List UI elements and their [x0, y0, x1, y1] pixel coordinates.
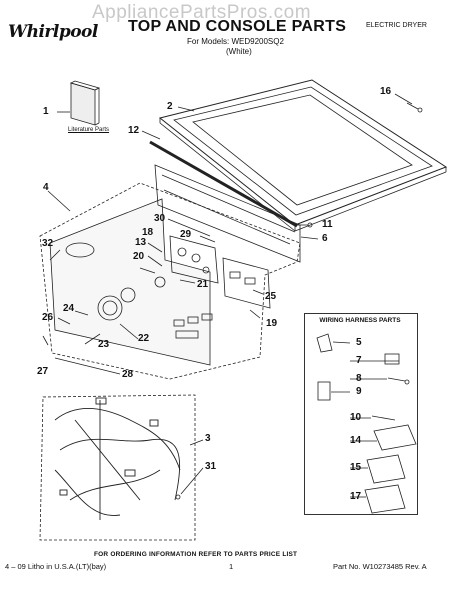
- page-number: 1: [229, 562, 234, 571]
- callout-25: 25: [265, 291, 277, 302]
- knob-drawing: [97, 276, 166, 321]
- control-board-drawing: [169, 235, 219, 284]
- brand-logo: Whirlpool: [8, 22, 98, 42]
- wiring-harness-parts-title: WIRING HARNESS PARTS: [319, 317, 401, 324]
- callout-2: 2: [167, 101, 173, 112]
- callout-32: 32: [42, 238, 54, 249]
- callout-22: 22: [138, 333, 150, 344]
- product-type: ELECTRIC DRYER: [366, 22, 427, 29]
- part-number: Part No. W10273485 Rev. A: [333, 562, 427, 571]
- callout-17: 17: [350, 491, 362, 502]
- callout-29: 29: [180, 229, 192, 240]
- wiring-harness-parts-box: [304, 313, 418, 515]
- callout-31: 31: [205, 461, 217, 472]
- connector-7: [384, 353, 400, 365]
- screw-11: [293, 222, 313, 228]
- callout-11: 11: [322, 219, 333, 230]
- callout-5: 5: [356, 337, 362, 348]
- callout-27: 27: [37, 366, 49, 377]
- model-line: For Models: WED9200SQ2: [187, 37, 284, 46]
- ordering-info: FOR ORDERING INFORMATION REFER TO PARTS …: [94, 551, 298, 558]
- connector-15: [366, 454, 406, 484]
- callout-26: 26: [42, 312, 54, 323]
- callout-4: 4: [43, 182, 49, 193]
- callout-20: 20: [133, 251, 145, 262]
- callout-19: 19: [266, 318, 278, 329]
- page-title: TOP AND CONSOLE PARTS: [128, 18, 347, 35]
- callout-12: 12: [128, 125, 140, 136]
- callout-18: 18: [142, 227, 154, 238]
- watermark: AppliancePartsPros.com: [92, 2, 312, 23]
- connector-9: [317, 381, 331, 401]
- callout-16: 16: [380, 86, 392, 97]
- color-line: (White): [226, 47, 252, 56]
- literature-parts-label: Literature Parts: [68, 127, 110, 133]
- callout-6: 6: [322, 233, 328, 244]
- litho-note: 4 – 09 Litho in U.S.A.(LT)(bay): [5, 562, 107, 571]
- connector-5: [316, 333, 333, 353]
- callout-23: 23: [98, 339, 110, 350]
- ui-board-drawing: [222, 257, 271, 309]
- connector-10: [371, 415, 396, 421]
- callout-8: 8: [356, 373, 362, 384]
- callout-24: 24: [63, 303, 75, 314]
- top-panel-drawing: [158, 79, 448, 232]
- callout-10: 10: [350, 412, 362, 423]
- callout-3: 3: [205, 433, 211, 444]
- callout-9: 9: [356, 386, 362, 397]
- screw-16: [406, 102, 423, 113]
- connector-14: [373, 424, 417, 451]
- callout-21: 21: [197, 279, 209, 290]
- literature-booklet-drawing: [69, 80, 101, 126]
- connector-17: [364, 484, 406, 514]
- callout-13: 13: [135, 237, 147, 248]
- callout-1: 1: [43, 106, 49, 117]
- wire-harness-drawing: [54, 397, 181, 520]
- connector-8: [387, 377, 410, 385]
- bracket-drawing: [154, 164, 301, 263]
- callout-7: 7: [356, 355, 362, 366]
- callout-30: 30: [154, 213, 166, 224]
- callout-28: 28: [122, 369, 134, 380]
- callout-15: 15: [350, 462, 362, 473]
- callout-14: 14: [350, 435, 362, 446]
- console-drawing: [49, 198, 213, 366]
